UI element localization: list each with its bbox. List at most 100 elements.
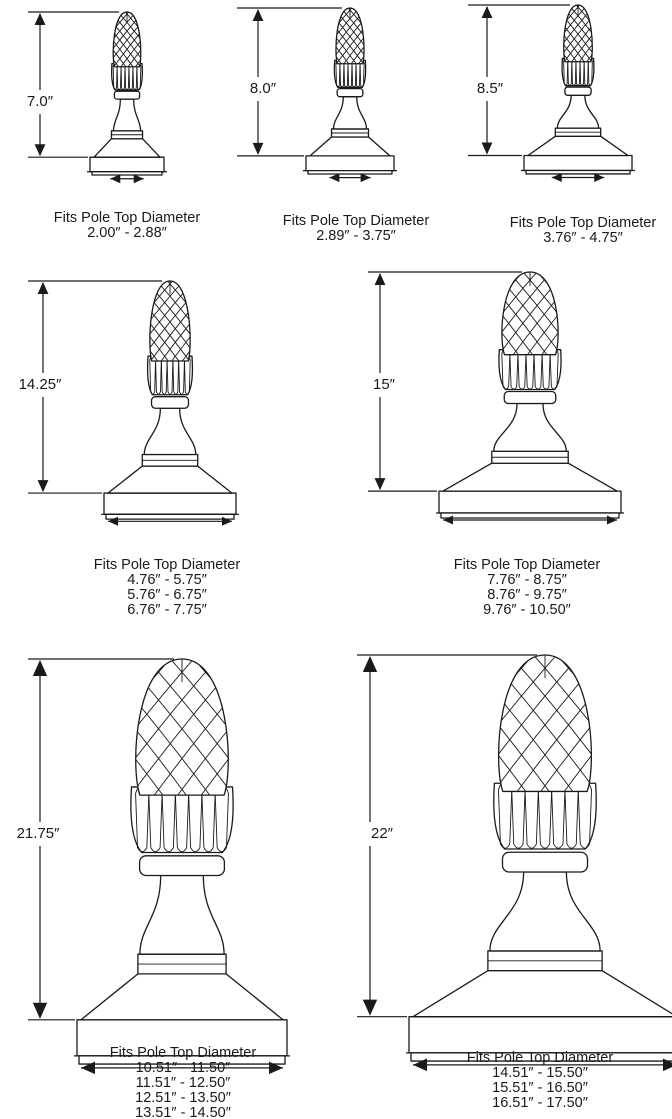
width-dimension xyxy=(443,515,617,525)
height-dimension: 8.5″ xyxy=(468,4,570,157)
arrowhead xyxy=(443,515,453,525)
finial-neck xyxy=(556,94,600,129)
arrowhead xyxy=(413,1058,427,1072)
arrowhead xyxy=(329,173,340,183)
diameter-range: 7.76″ - 8.75″ xyxy=(487,572,567,588)
arrowhead xyxy=(34,144,46,157)
finial-acorn-nut xyxy=(112,11,142,68)
height-dimension: 21.75″ xyxy=(17,658,174,1021)
arrowhead xyxy=(607,515,617,525)
arrowhead xyxy=(34,13,46,25)
finial-acorn-nut xyxy=(149,280,191,362)
arrowhead xyxy=(37,480,49,493)
caption: Fits Pole Top Diameter xyxy=(54,210,201,226)
finial-acorn-nut xyxy=(335,7,365,65)
width-dimension xyxy=(551,173,605,183)
arrowhead xyxy=(32,1002,48,1019)
finial-neck xyxy=(493,402,567,452)
arrowhead xyxy=(110,174,121,184)
finial-acorn-nut xyxy=(563,4,593,63)
diameter-range: 16.51″ - 17.50″ xyxy=(492,1095,588,1111)
finial-base xyxy=(89,156,165,173)
diameter-range: 14.51″ - 15.50″ xyxy=(492,1065,588,1081)
arrowhead xyxy=(663,1058,672,1072)
caption: Fits Pole Top Diameter xyxy=(283,213,430,229)
arrowhead xyxy=(362,656,378,672)
caption: Fits Pole Top Diameter xyxy=(467,1050,614,1066)
height-label: 8.5″ xyxy=(477,80,504,97)
height-label: 8.0″ xyxy=(250,80,277,97)
height-label: 15″ xyxy=(373,376,396,393)
arrowhead xyxy=(374,273,386,285)
finial-acorn-nut xyxy=(498,654,592,793)
finial-cone xyxy=(107,465,233,494)
diameter-range: 5.76″ - 6.75″ xyxy=(127,587,207,603)
diameter-range: 6.76″ - 7.75″ xyxy=(127,602,207,618)
arrowhead xyxy=(594,173,605,183)
width-dimension xyxy=(413,1058,672,1072)
arrowhead xyxy=(374,478,386,491)
finial-cone xyxy=(80,973,284,1021)
diameter-range: 13.51″ - 14.50″ xyxy=(135,1105,231,1119)
width-dimension xyxy=(81,1061,283,1075)
finial-cone xyxy=(412,969,672,1018)
finial-neck xyxy=(143,407,197,456)
caption: Fits Pole Top Diameter xyxy=(110,1045,257,1061)
finial-base xyxy=(438,490,622,514)
diameter-range: 12.51″ - 13.50″ xyxy=(135,1090,231,1106)
diameter-range: 2.89″ - 3.75″ xyxy=(316,228,396,244)
diameter-range: 11.51″ - 12.50″ xyxy=(136,1075,231,1091)
height-dimension: 14.25″ xyxy=(19,280,162,494)
arrowhead xyxy=(360,173,371,183)
finial-neck xyxy=(112,98,142,132)
finial-neck xyxy=(332,96,368,130)
height-dimension: 7.0″ xyxy=(27,11,119,158)
width-dimension xyxy=(108,516,232,526)
diameter-range: 9.76″ - 10.50″ xyxy=(483,602,571,618)
finial-cone xyxy=(93,138,161,158)
height-label: 22″ xyxy=(371,825,394,842)
finial-neck xyxy=(139,874,225,955)
finial-acorn-nut xyxy=(501,271,559,356)
height-dimension: 22″ xyxy=(357,654,537,1018)
arrowhead xyxy=(481,142,493,155)
finial-base xyxy=(408,1016,672,1054)
diameter-range: 2.00″ - 2.88″ xyxy=(87,225,167,241)
arrowhead xyxy=(133,174,144,184)
finial-acorn-cup xyxy=(146,353,194,396)
caption: Fits Pole Top Diameter xyxy=(454,557,601,573)
arrowhead xyxy=(37,282,49,294)
arrowhead xyxy=(252,9,264,21)
height-label: 14.25″ xyxy=(19,376,63,393)
width-dimension xyxy=(329,173,371,183)
height-dimension: 8.0″ xyxy=(237,7,342,157)
finial-cone xyxy=(442,462,618,492)
caption: Fits Pole Top Diameter xyxy=(94,557,241,573)
finial-base xyxy=(103,492,237,515)
caption: Fits Pole Top Diameter xyxy=(510,215,657,231)
arrowhead xyxy=(551,173,562,183)
height-label: 7.0″ xyxy=(27,93,54,110)
arrowhead xyxy=(81,1061,95,1075)
diameter-range: 4.76″ - 5.75″ xyxy=(127,572,207,588)
arrowhead xyxy=(481,6,493,18)
diameter-range: 3.76″ - 4.75″ xyxy=(543,230,623,246)
height-label: 21.75″ xyxy=(17,825,61,842)
arrowhead xyxy=(252,142,264,155)
arrowhead xyxy=(32,660,48,676)
diameter-range: 15.51″ - 16.50″ xyxy=(492,1080,588,1096)
width-dimension xyxy=(110,174,144,184)
height-dimension: 15″ xyxy=(368,271,522,492)
arrowhead xyxy=(362,999,378,1016)
finial-base xyxy=(523,154,633,172)
finial-cone xyxy=(309,136,391,157)
finial-cone xyxy=(527,135,629,157)
arrowhead xyxy=(222,516,232,526)
